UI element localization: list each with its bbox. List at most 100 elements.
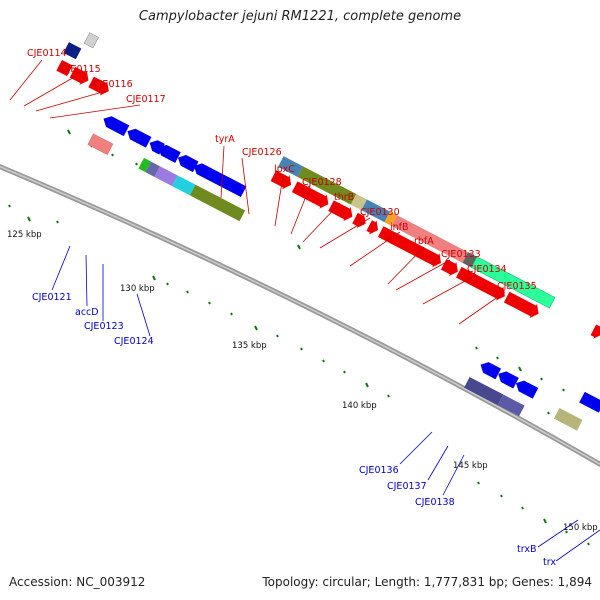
gene-label[interactable]: CJE0128 <box>302 177 342 188</box>
kbp-label: 130 kbp <box>120 284 155 294</box>
leader-line <box>302 202 341 243</box>
gene-feature[interactable] <box>391 215 469 263</box>
gene-feature[interactable] <box>270 169 295 192</box>
gene-label[interactable]: trx <box>543 557 556 568</box>
gene-features <box>56 32 600 431</box>
scale-tick <box>254 325 258 331</box>
kbp-label: 135 kbp <box>232 341 267 351</box>
gene-feature[interactable] <box>101 113 130 137</box>
gene-label[interactable]: CJE0123 <box>84 321 124 332</box>
scale-tick <box>8 204 11 208</box>
gene-feature[interactable] <box>553 408 583 431</box>
scale-ticks <box>8 129 590 546</box>
gene-feature[interactable] <box>327 199 356 224</box>
scale-tick <box>166 282 169 286</box>
kbp-label: 150 kbp <box>563 523 598 533</box>
gene-feature[interactable] <box>191 161 247 198</box>
gene-label[interactable]: tyrA <box>215 134 235 145</box>
gene-label[interactable]: accD <box>75 307 99 318</box>
gene-feature[interactable] <box>154 166 178 187</box>
scale-tick <box>518 366 522 372</box>
gene-label[interactable]: infB <box>390 222 409 233</box>
gene-feature[interactable] <box>125 126 152 148</box>
gene-label[interactable]: thrB <box>334 192 354 203</box>
leader-line <box>427 445 449 481</box>
gene-feature[interactable] <box>56 59 73 77</box>
gene-feature[interactable] <box>503 290 542 321</box>
gene-label[interactable]: CJE0114 <box>27 48 67 59</box>
gene-feature[interactable] <box>497 394 525 417</box>
gene-feature[interactable] <box>455 265 509 303</box>
gene-label[interactable]: CJE0117 <box>126 94 166 105</box>
scale-tick <box>587 542 590 546</box>
leader-line <box>241 157 250 215</box>
kbp-labels: 125 kbp 130 kbp 135 kbp 140 kbp 145 kbp … <box>7 230 598 533</box>
leader-line <box>537 519 579 548</box>
gene-feature[interactable] <box>361 199 391 223</box>
gene-feature[interactable] <box>63 42 82 60</box>
scale-tick <box>477 481 480 485</box>
gene-feature[interactable] <box>145 161 160 177</box>
gene-label[interactable]: CJE0133 <box>441 249 481 260</box>
gene-label[interactable]: CJE0115 <box>61 64 101 75</box>
gene-label[interactable]: CJE0121 <box>32 292 72 303</box>
gene-feature[interactable] <box>496 369 519 389</box>
gene-feature[interactable] <box>350 194 367 211</box>
gene-feature[interactable] <box>189 184 246 222</box>
leader-line <box>319 217 371 249</box>
scale-tick <box>475 346 478 350</box>
leader-line <box>51 245 71 291</box>
gene-feature[interactable] <box>175 152 199 173</box>
map-title: Campylobacter jejuni RM1221, complete ge… <box>138 9 462 24</box>
forward-gene-labels: CJE0114 CJE0115 CJE0116 CJE0117 tyrA CJE… <box>27 48 537 292</box>
gene-label[interactable]: CJE0138 <box>415 497 455 508</box>
scale-tick <box>540 377 543 381</box>
gene-feature[interactable] <box>351 211 369 231</box>
gene-feature[interactable] <box>278 156 304 177</box>
gene-feature[interactable] <box>156 142 181 163</box>
gene-feature[interactable] <box>297 166 357 205</box>
scale-tick <box>186 290 189 294</box>
gene-label[interactable]: CJE0126 <box>242 147 282 158</box>
gene-label[interactable]: CJE0134 <box>467 264 507 275</box>
scale-tick <box>135 162 138 166</box>
gene-feature[interactable] <box>87 133 114 155</box>
gene-label[interactable]: CJE0136 <box>359 465 399 476</box>
gene-feature[interactable] <box>69 65 92 88</box>
gene-feature[interactable] <box>590 323 600 342</box>
gene-feature[interactable] <box>172 175 196 196</box>
kbp-label: 125 kbp <box>7 230 42 240</box>
backbone-line-inner <box>0 165 600 466</box>
leader-line <box>136 293 151 337</box>
gene-feature[interactable] <box>513 378 539 399</box>
scale-tick <box>547 411 550 415</box>
gene-label[interactable]: trxB <box>517 544 537 555</box>
gene-feature[interactable] <box>83 32 99 49</box>
gene-label[interactable]: lpxC <box>274 164 295 175</box>
gene-feature[interactable] <box>464 377 504 406</box>
scale-tick <box>322 359 325 363</box>
gene-label[interactable]: rbfA <box>414 236 434 247</box>
scale-tick <box>208 301 211 305</box>
gene-label[interactable]: CJE0130 <box>360 207 400 218</box>
gene-feature[interactable] <box>440 257 462 279</box>
gene-label[interactable]: CJE0137 <box>387 481 427 492</box>
gene-label[interactable]: CJE0116 <box>93 79 133 90</box>
gene-feature[interactable] <box>138 157 152 173</box>
gene-feature[interactable] <box>470 256 556 309</box>
gene-feature[interactable] <box>87 75 112 98</box>
gene-feature[interactable] <box>478 359 502 380</box>
gene-label[interactable]: CJE0135 <box>497 281 537 292</box>
gene-label[interactable]: CJE0124 <box>114 336 154 347</box>
gene-feature[interactable] <box>579 391 600 413</box>
gene-feature[interactable] <box>291 180 332 212</box>
topology-text: Topology: circular; Length: 1,777,831 bp… <box>262 575 592 589</box>
kbp-label: 140 kbp <box>342 401 377 411</box>
leader-line <box>349 231 401 267</box>
leader-line <box>85 254 88 307</box>
gene-feature[interactable] <box>366 218 382 237</box>
leader-line <box>35 90 107 112</box>
gene-feature[interactable] <box>384 211 398 226</box>
